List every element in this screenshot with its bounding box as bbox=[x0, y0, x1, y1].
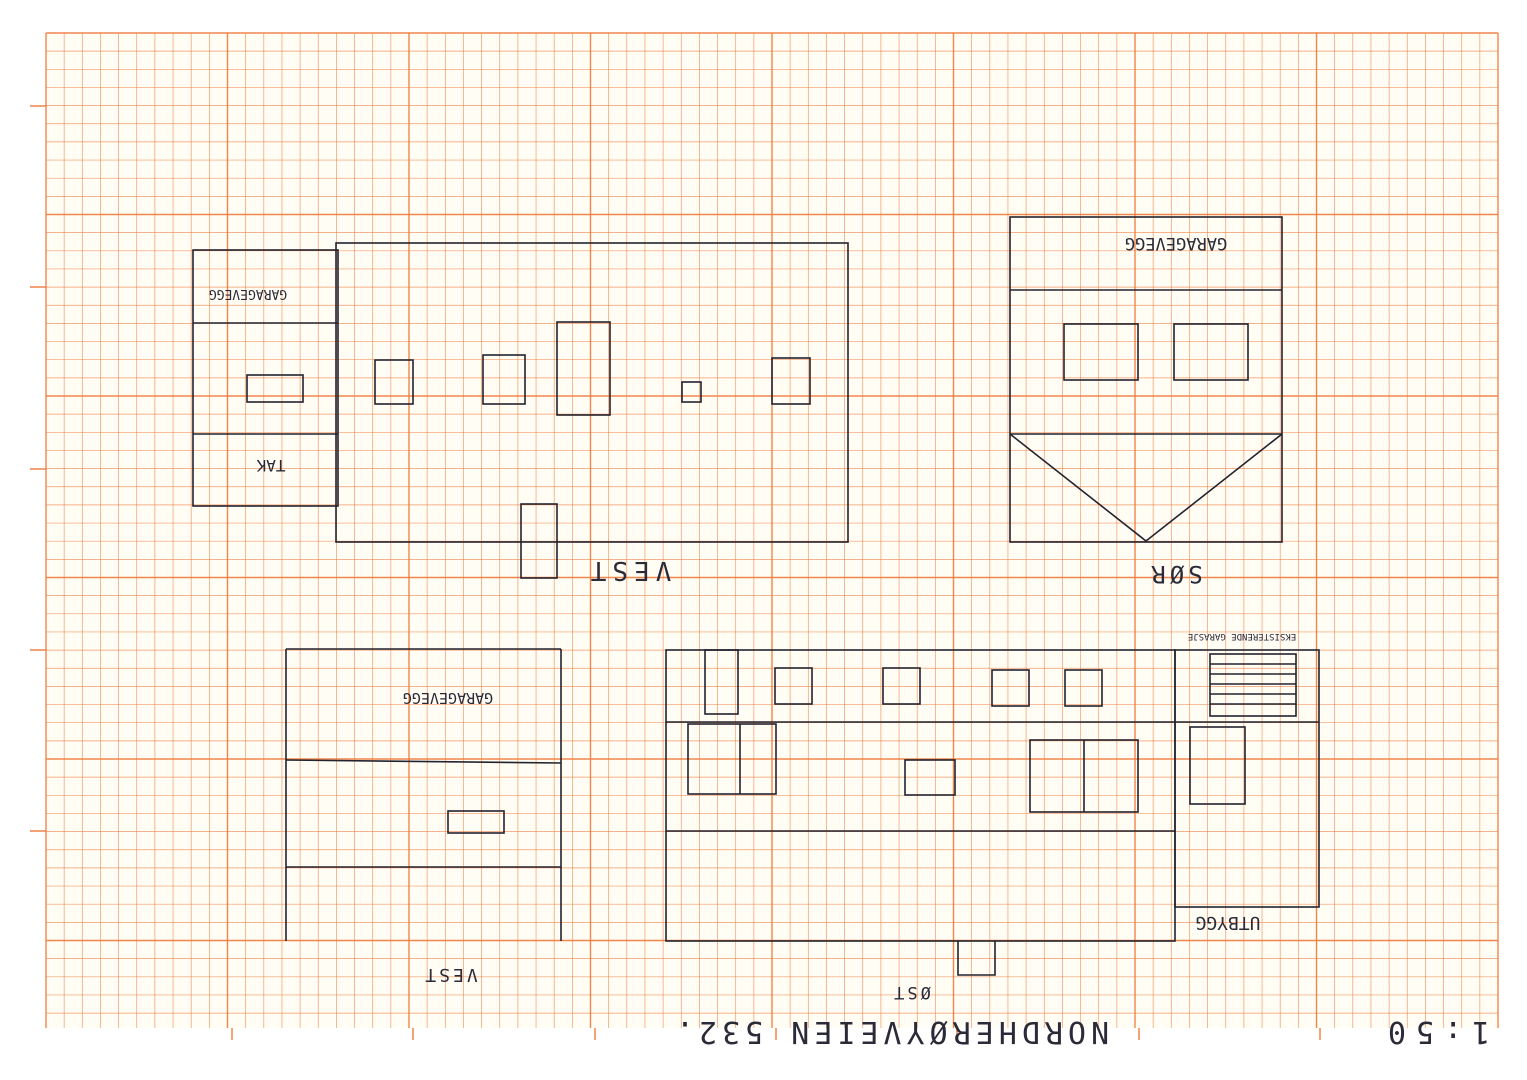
chimney bbox=[520, 503, 558, 579]
window bbox=[882, 667, 921, 705]
garage-window bbox=[447, 810, 505, 834]
door bbox=[704, 649, 739, 715]
view-heading-vest-top: VEST bbox=[585, 555, 672, 585]
window bbox=[1173, 323, 1249, 381]
garage-wall-outline bbox=[192, 249, 339, 507]
view-heading-sor: SØR bbox=[1147, 560, 1202, 588]
view-vest-top bbox=[192, 242, 849, 579]
door bbox=[556, 321, 611, 416]
garage-wall-label: GARAGEVEGG bbox=[403, 689, 493, 707]
window bbox=[991, 669, 1030, 707]
view-heading-vest-bottom: VEST bbox=[422, 964, 477, 985]
window bbox=[1063, 323, 1139, 381]
margin-ticks bbox=[30, 105, 1321, 1040]
garage-window bbox=[246, 374, 304, 403]
entrance-step bbox=[957, 941, 996, 976]
view-sor bbox=[1009, 216, 1283, 543]
extension-door bbox=[1189, 726, 1246, 805]
window bbox=[482, 354, 526, 405]
garage-wall-label: GARAGEVEGG bbox=[1125, 233, 1227, 253]
extension-label: UTBYGG bbox=[1195, 912, 1260, 933]
house-wall-outline bbox=[335, 242, 849, 543]
roof-label: TAK bbox=[256, 456, 285, 475]
double-window bbox=[687, 723, 777, 795]
small-window bbox=[681, 381, 702, 403]
view-vest-bottom bbox=[285, 648, 562, 941]
address-label: NORDHERØYVEIEN 532. bbox=[671, 1014, 1109, 1049]
stairs-box bbox=[1209, 653, 1297, 717]
existing-garage-label: EKSISTERENDE GARASJE bbox=[1188, 631, 1296, 641]
window bbox=[1064, 669, 1103, 707]
window bbox=[771, 357, 811, 405]
garage-wall-label: GARAGEVEGG bbox=[209, 286, 287, 301]
extension-outline bbox=[1174, 649, 1320, 908]
window bbox=[774, 667, 813, 705]
view-ost bbox=[665, 649, 1320, 976]
window bbox=[904, 759, 956, 796]
scale-label: 1:50 bbox=[1378, 1014, 1490, 1049]
graph-grid bbox=[45, 32, 1499, 1028]
window bbox=[374, 359, 414, 405]
eave-line bbox=[285, 759, 562, 764]
gable-roof bbox=[1009, 433, 1283, 543]
view-heading-ost: ØST bbox=[891, 982, 931, 1002]
